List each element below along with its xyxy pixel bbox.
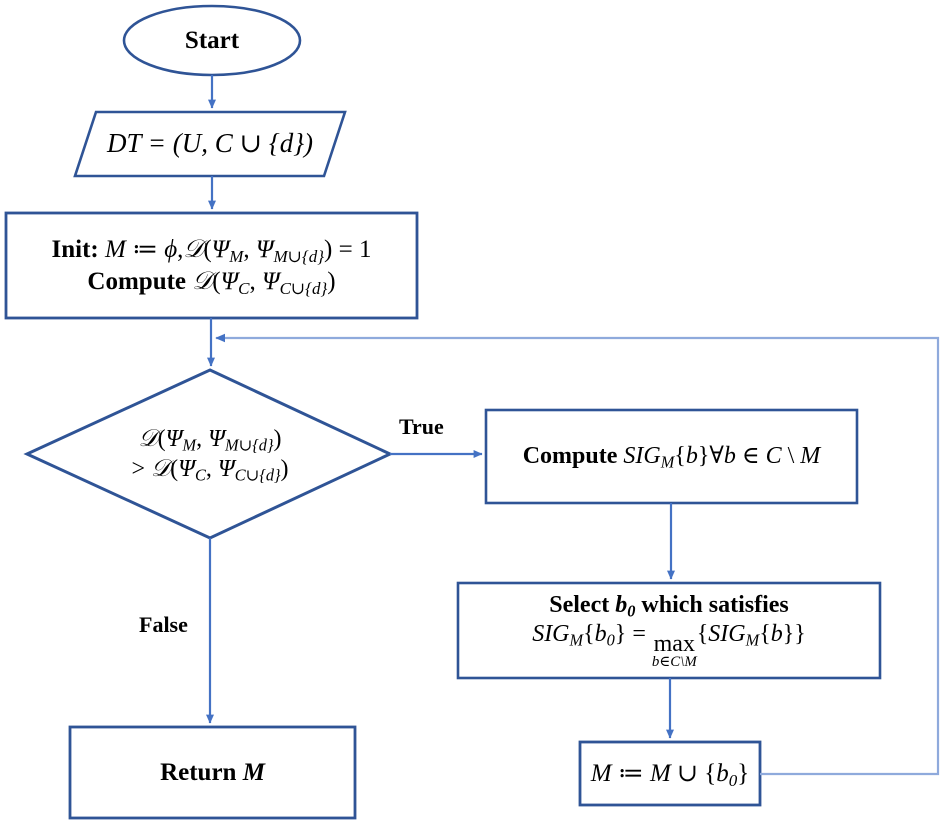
node-start-shape (122, 4, 302, 77)
node-init-shape (4, 211, 419, 320)
node-input-shape (73, 110, 347, 178)
node-update-m-shape (578, 740, 762, 807)
edge-label-true: True (399, 414, 444, 439)
node-select-b0-shape (456, 581, 882, 680)
node-return-m-shape (68, 725, 357, 820)
node-decision-shape (23, 368, 394, 540)
edge-loop-back-to-decision (215, 333, 940, 776)
edge-label-false: False (139, 612, 188, 637)
node-compute-sig-shape (484, 408, 859, 505)
